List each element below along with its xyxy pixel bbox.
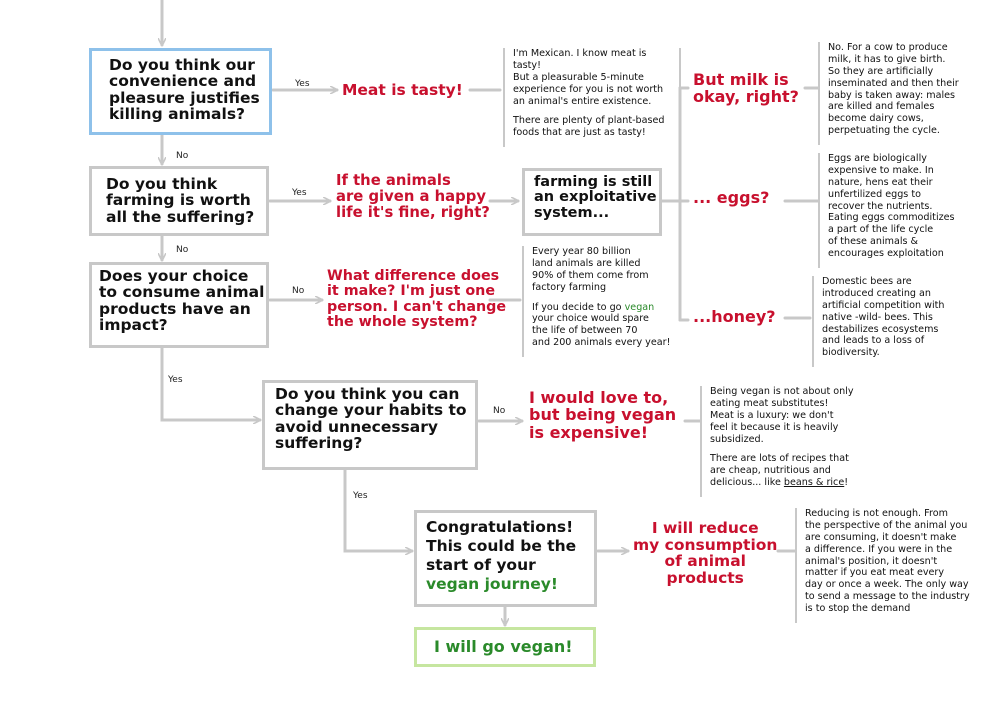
objection-difference: What difference does it make? I'm just o… [327, 268, 507, 331]
question-impact-box: Does your choice to consume animal produ… [89, 262, 269, 348]
objection-expensive: I would love to, but being vegan is expe… [529, 388, 677, 442]
q1-no-label: No [176, 151, 189, 161]
note-milk-text: No. For a cow to produce milk, it has to… [828, 42, 959, 137]
objection-happy-life: If the animals are given a happy life it… [336, 172, 490, 221]
question-habits: Do you think you can change your habits … [275, 385, 467, 453]
congratulations-text: Congratulations! This could be the start… [426, 518, 577, 593]
q3-yes-label: Yes [168, 375, 183, 385]
note-reduce: Reducing is not enough. From the perspec… [795, 508, 985, 624]
final-box: I will go vegan! [414, 627, 596, 667]
q3-yes-arrow [160, 346, 262, 420]
beans-rice-link: beans & rice [783, 477, 845, 489]
note-honey: Domestic bees are introduced creating an… [812, 276, 982, 368]
note-expensive-p1: Being vegan is not about only eating mea… [710, 386, 854, 445]
final-text: I will go vegan! [434, 637, 573, 656]
question-convenience-box: Do you think our convenience and pleasur… [89, 48, 272, 135]
note-expensive-p2: There are lots of recipes that are cheap… [710, 453, 849, 489]
q2-no-label: No [176, 245, 189, 255]
question-impact: Does your choice to consume animal produ… [99, 267, 265, 335]
note-impact: Every year 80 billion land animals are k… [522, 246, 682, 358]
q3-no-label: No [292, 286, 305, 296]
objection-tasty: Meat is tasty! [342, 81, 463, 99]
q4-no-label: No [493, 406, 506, 416]
q2-yes-label: Yes [292, 188, 307, 198]
question-farming: Do you think farming is worth all the su… [106, 175, 255, 226]
note-milk: No. For a cow to produce milk, it has to… [818, 42, 978, 146]
objection-reduce: I will reduce my consumption of animal p… [633, 519, 778, 588]
note-impact-p1: Every year 80 billion land animals are k… [532, 246, 649, 293]
q4-yes-label: Yes [353, 491, 368, 501]
objection-honey: ...honey? [693, 307, 776, 326]
question-farming-box: Do you think farming is worth all the su… [89, 166, 269, 236]
objection-eggs: ... eggs? [693, 188, 770, 207]
note-reduce-text: Reducing is not enough. From the perspec… [805, 508, 970, 615]
exploitative-system-text: farming is still an exploitative system.… [534, 174, 657, 221]
note-tasty: I'm Mexican. I know meat is tasty! But a… [503, 48, 681, 148]
note-eggs-text: Eggs are biologically expensive to make.… [828, 153, 955, 260]
q4-yes-arrow [343, 468, 414, 551]
note-tasty-p1: I'm Mexican. I know meat is tasty! But a… [513, 48, 664, 107]
q1-yes-label: Yes [295, 79, 310, 89]
note-impact-p2: If you decide to go vegan your choice wo… [532, 301, 671, 349]
objection-milk: But milk is okay, right? [693, 70, 799, 107]
vegan-word: vegan [624, 301, 655, 313]
vegan-journey-text: vegan journey! [426, 574, 558, 593]
note-expensive: Being vegan is not about only eating mea… [700, 386, 870, 498]
note-tasty-p2: There are plenty of plant-based foods th… [513, 115, 665, 139]
congratulations-box: Congratulations! This could be the start… [414, 510, 597, 607]
exploitative-system-box: farming is still an exploitative system.… [522, 168, 662, 236]
question-convenience: Do you think our convenience and pleasur… [109, 56, 260, 124]
note-honey-text: Domestic bees are introduced creating an… [822, 276, 945, 359]
note-eggs: Eggs are biologically expensive to make.… [818, 153, 978, 269]
question-habits-box: Do you think you can change your habits … [262, 380, 478, 470]
